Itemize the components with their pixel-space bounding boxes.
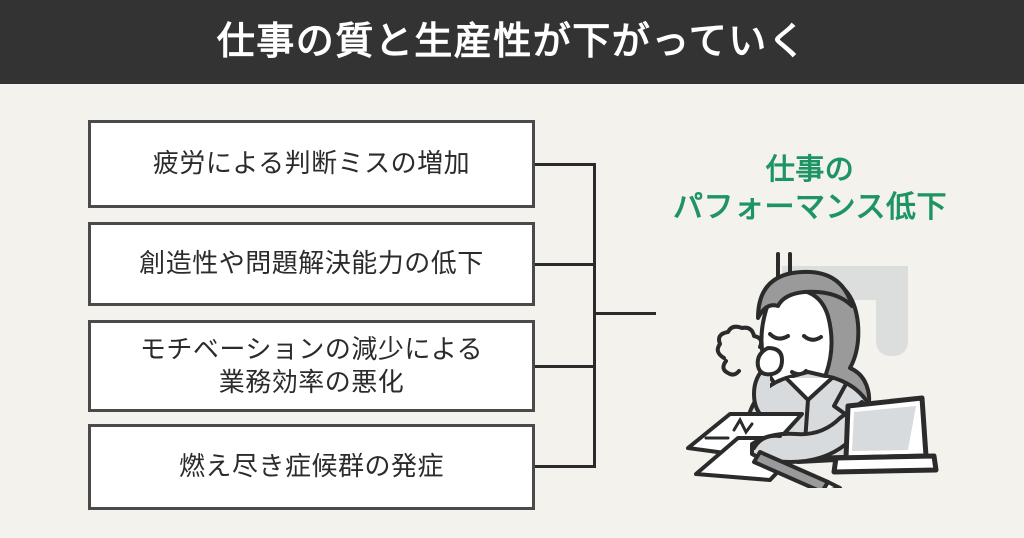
connector-stub-3 bbox=[535, 365, 596, 368]
cause-box-3-line-2: 業務効率の悪化 bbox=[218, 367, 405, 397]
connector-output-line bbox=[593, 312, 656, 315]
cause-box-1: 疲労による判断ミスの増加 bbox=[88, 120, 535, 208]
backdrop-shape-icon bbox=[782, 266, 908, 412]
tired-worker-illustration bbox=[686, 248, 966, 488]
laptop-icon bbox=[796, 395, 939, 475]
result-label-line-2: パフォーマンス低下 bbox=[673, 191, 947, 225]
cause-box-1-label: 疲労による判断ミスの増加 bbox=[152, 148, 471, 179]
cause-box-3: モチベーションの減少による 業務効率の悪化 bbox=[88, 320, 535, 412]
connector-spine bbox=[593, 163, 596, 468]
connector-stub-4 bbox=[535, 465, 596, 468]
document-marks-icon bbox=[704, 416, 754, 440]
cause-box-2-label: 創造性や問題解決能力の低下 bbox=[139, 248, 484, 279]
cause-box-2: 創造性や問題解決能力の低下 bbox=[88, 222, 535, 306]
connector-stub-2 bbox=[535, 263, 596, 266]
page-title: 仕事の質と生産性が下がっていく bbox=[216, 21, 808, 63]
result-label: 仕事の パフォーマンス低下 bbox=[630, 152, 990, 228]
cause-box-4: 燃え尽き症候群の発症 bbox=[88, 424, 535, 510]
result-label-line-1: 仕事の bbox=[765, 154, 855, 186]
header-bar bbox=[0, 0, 1024, 84]
cause-box-4-label: 燃え尽き症候群の発症 bbox=[178, 451, 444, 482]
pencil-icon bbox=[752, 450, 842, 488]
connector-stub-1 bbox=[535, 163, 596, 166]
cause-box-3-label: モチベーションの減少による 業務効率の悪化 bbox=[130, 333, 493, 400]
cause-box-3-line-1: モチベーションの減少による bbox=[139, 333, 484, 364]
